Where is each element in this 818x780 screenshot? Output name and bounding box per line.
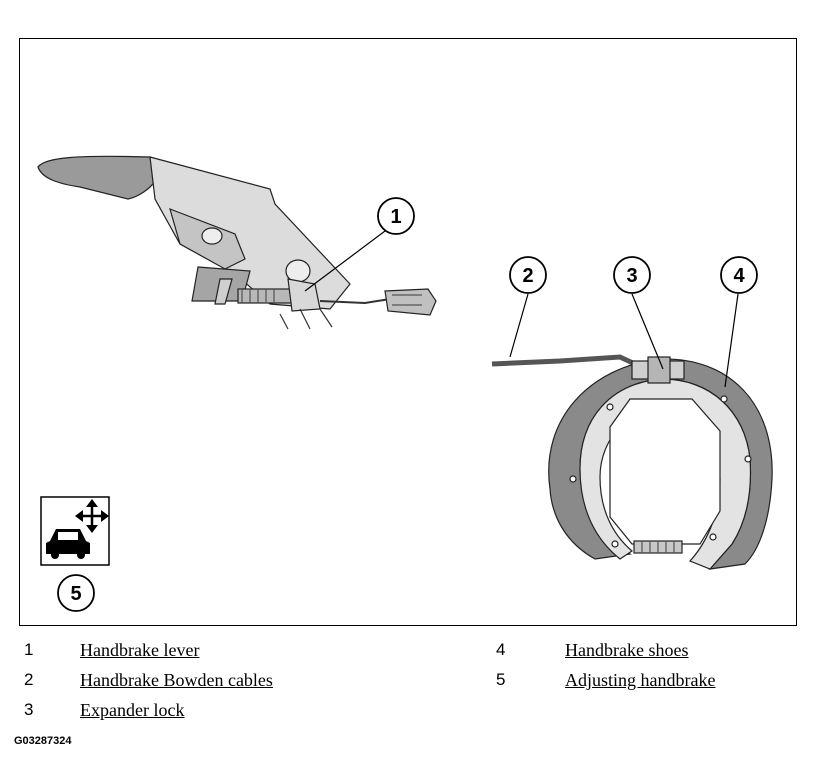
legend-number-5: 5 [496, 670, 506, 689]
callout-3: 3 [613, 256, 651, 294]
legend-link-bowden-cables[interactable]: Handbrake Bowden cables [80, 670, 273, 690]
car-adjust-icon [40, 496, 110, 566]
callout-1: 1 [377, 197, 415, 235]
leader-lines [304, 230, 739, 388]
svg-text:4: 4 [733, 265, 745, 287]
legend-link-handbrake-shoes[interactable]: Handbrake shoes [565, 640, 689, 660]
legend-link-expander-lock[interactable]: Expander lock [80, 700, 185, 720]
legend-link-handbrake-lever[interactable]: Handbrake lever [80, 640, 200, 660]
figure-id: G03287324 [14, 735, 72, 747]
svg-text:5: 5 [70, 583, 81, 605]
brake-shoe-drawing [491, 354, 773, 570]
legend-number-2: 2 [24, 670, 34, 689]
legend-number-1: 1 [24, 640, 34, 659]
callout-4: 4 [720, 256, 758, 294]
handbrake-lever-drawing [37, 155, 437, 330]
svg-text:3: 3 [626, 265, 637, 287]
legend-link-adjusting-handbrake[interactable]: Adjusting handbrake [565, 670, 716, 690]
callout-2: 2 [509, 256, 547, 294]
illustration-frame: 1 2 3 4 [19, 38, 797, 626]
legend-number-3: 3 [24, 700, 34, 719]
svg-text:1: 1 [390, 206, 401, 228]
legend-number-4: 4 [496, 640, 506, 659]
svg-text:2: 2 [522, 265, 533, 287]
callout-5: 5 [57, 574, 95, 612]
handbrake-illustration: 1 2 3 4 [37, 155, 773, 612]
